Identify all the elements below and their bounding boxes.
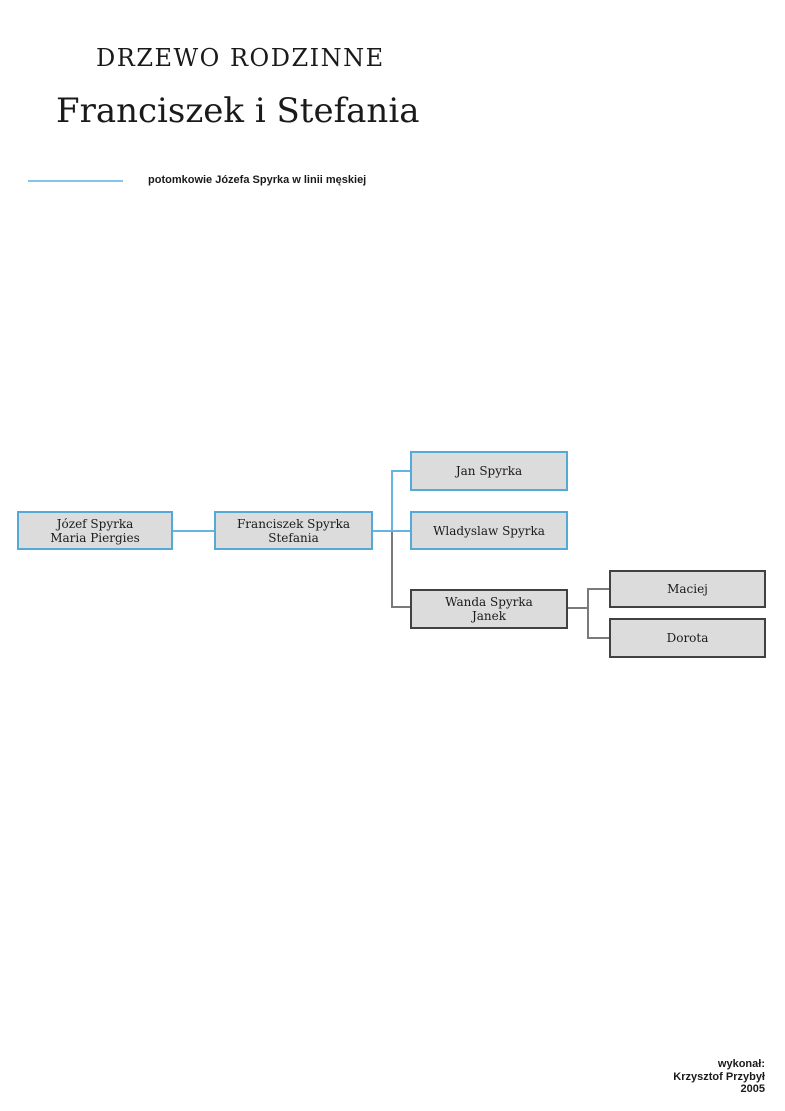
tree-node-maciej: Maciej — [609, 570, 766, 608]
connector-stub-to-dorota — [589, 637, 609, 639]
spouse-name: Janek — [471, 609, 507, 623]
person-name: Maciej — [667, 582, 708, 596]
family-title: Franciszek i Stefania — [56, 91, 420, 131]
legend-male-line-swatch — [28, 180, 123, 182]
attribution: wykonał: Krzysztof Przybył 2005 — [673, 1058, 765, 1096]
attribution-author: Krzysztof Przybył — [673, 1070, 765, 1083]
tree-node-franciszek-stefania: Franciszek Spyrka Stefania — [214, 511, 373, 550]
spouse-name: Maria Piergies — [50, 530, 140, 545]
tree-node-dorota: Dorota — [609, 618, 766, 658]
connector-children-vertical — [587, 588, 589, 639]
person-name: Franciszek Spyrka — [236, 516, 350, 531]
person-name: Wladyslaw Spyrka — [433, 523, 545, 538]
tree-node-wladyslaw: Wladyslaw Spyrka — [410, 511, 568, 550]
tree-node-jozef-maria: Józef Spyrka Maria Piergies — [17, 511, 173, 550]
person-name: Józef Spyrka — [56, 516, 134, 531]
document-title: DRZEWO RODZINNE — [96, 44, 385, 72]
person-name: Wanda Spyrka — [445, 595, 533, 609]
tree-node-wanda-janek: Wanda Spyrka Janek — [410, 589, 568, 629]
connector-jozef-to-franciszek — [173, 530, 214, 532]
spouse-name: Stefania — [268, 530, 319, 545]
person-name: Jan Spyrka — [455, 464, 523, 478]
connector-stub-to-wanda — [391, 606, 410, 608]
tree-node-jan: Jan Spyrka — [410, 451, 568, 491]
connector-stub-to-jan — [393, 470, 410, 472]
person-name: Dorota — [666, 631, 709, 645]
legend-label: potomkowie Józefa Spyrka w linii męskiej — [148, 174, 367, 186]
attribution-year: 2005 — [740, 1083, 765, 1095]
connector-branch-up-to-jan — [391, 470, 393, 532]
attribution-line: wykonał: — [717, 1058, 765, 1070]
connector-wanda-to-children — [568, 607, 587, 609]
connector-stub-to-maciej — [589, 588, 609, 590]
connector-branch-down-to-wanda — [391, 532, 393, 608]
